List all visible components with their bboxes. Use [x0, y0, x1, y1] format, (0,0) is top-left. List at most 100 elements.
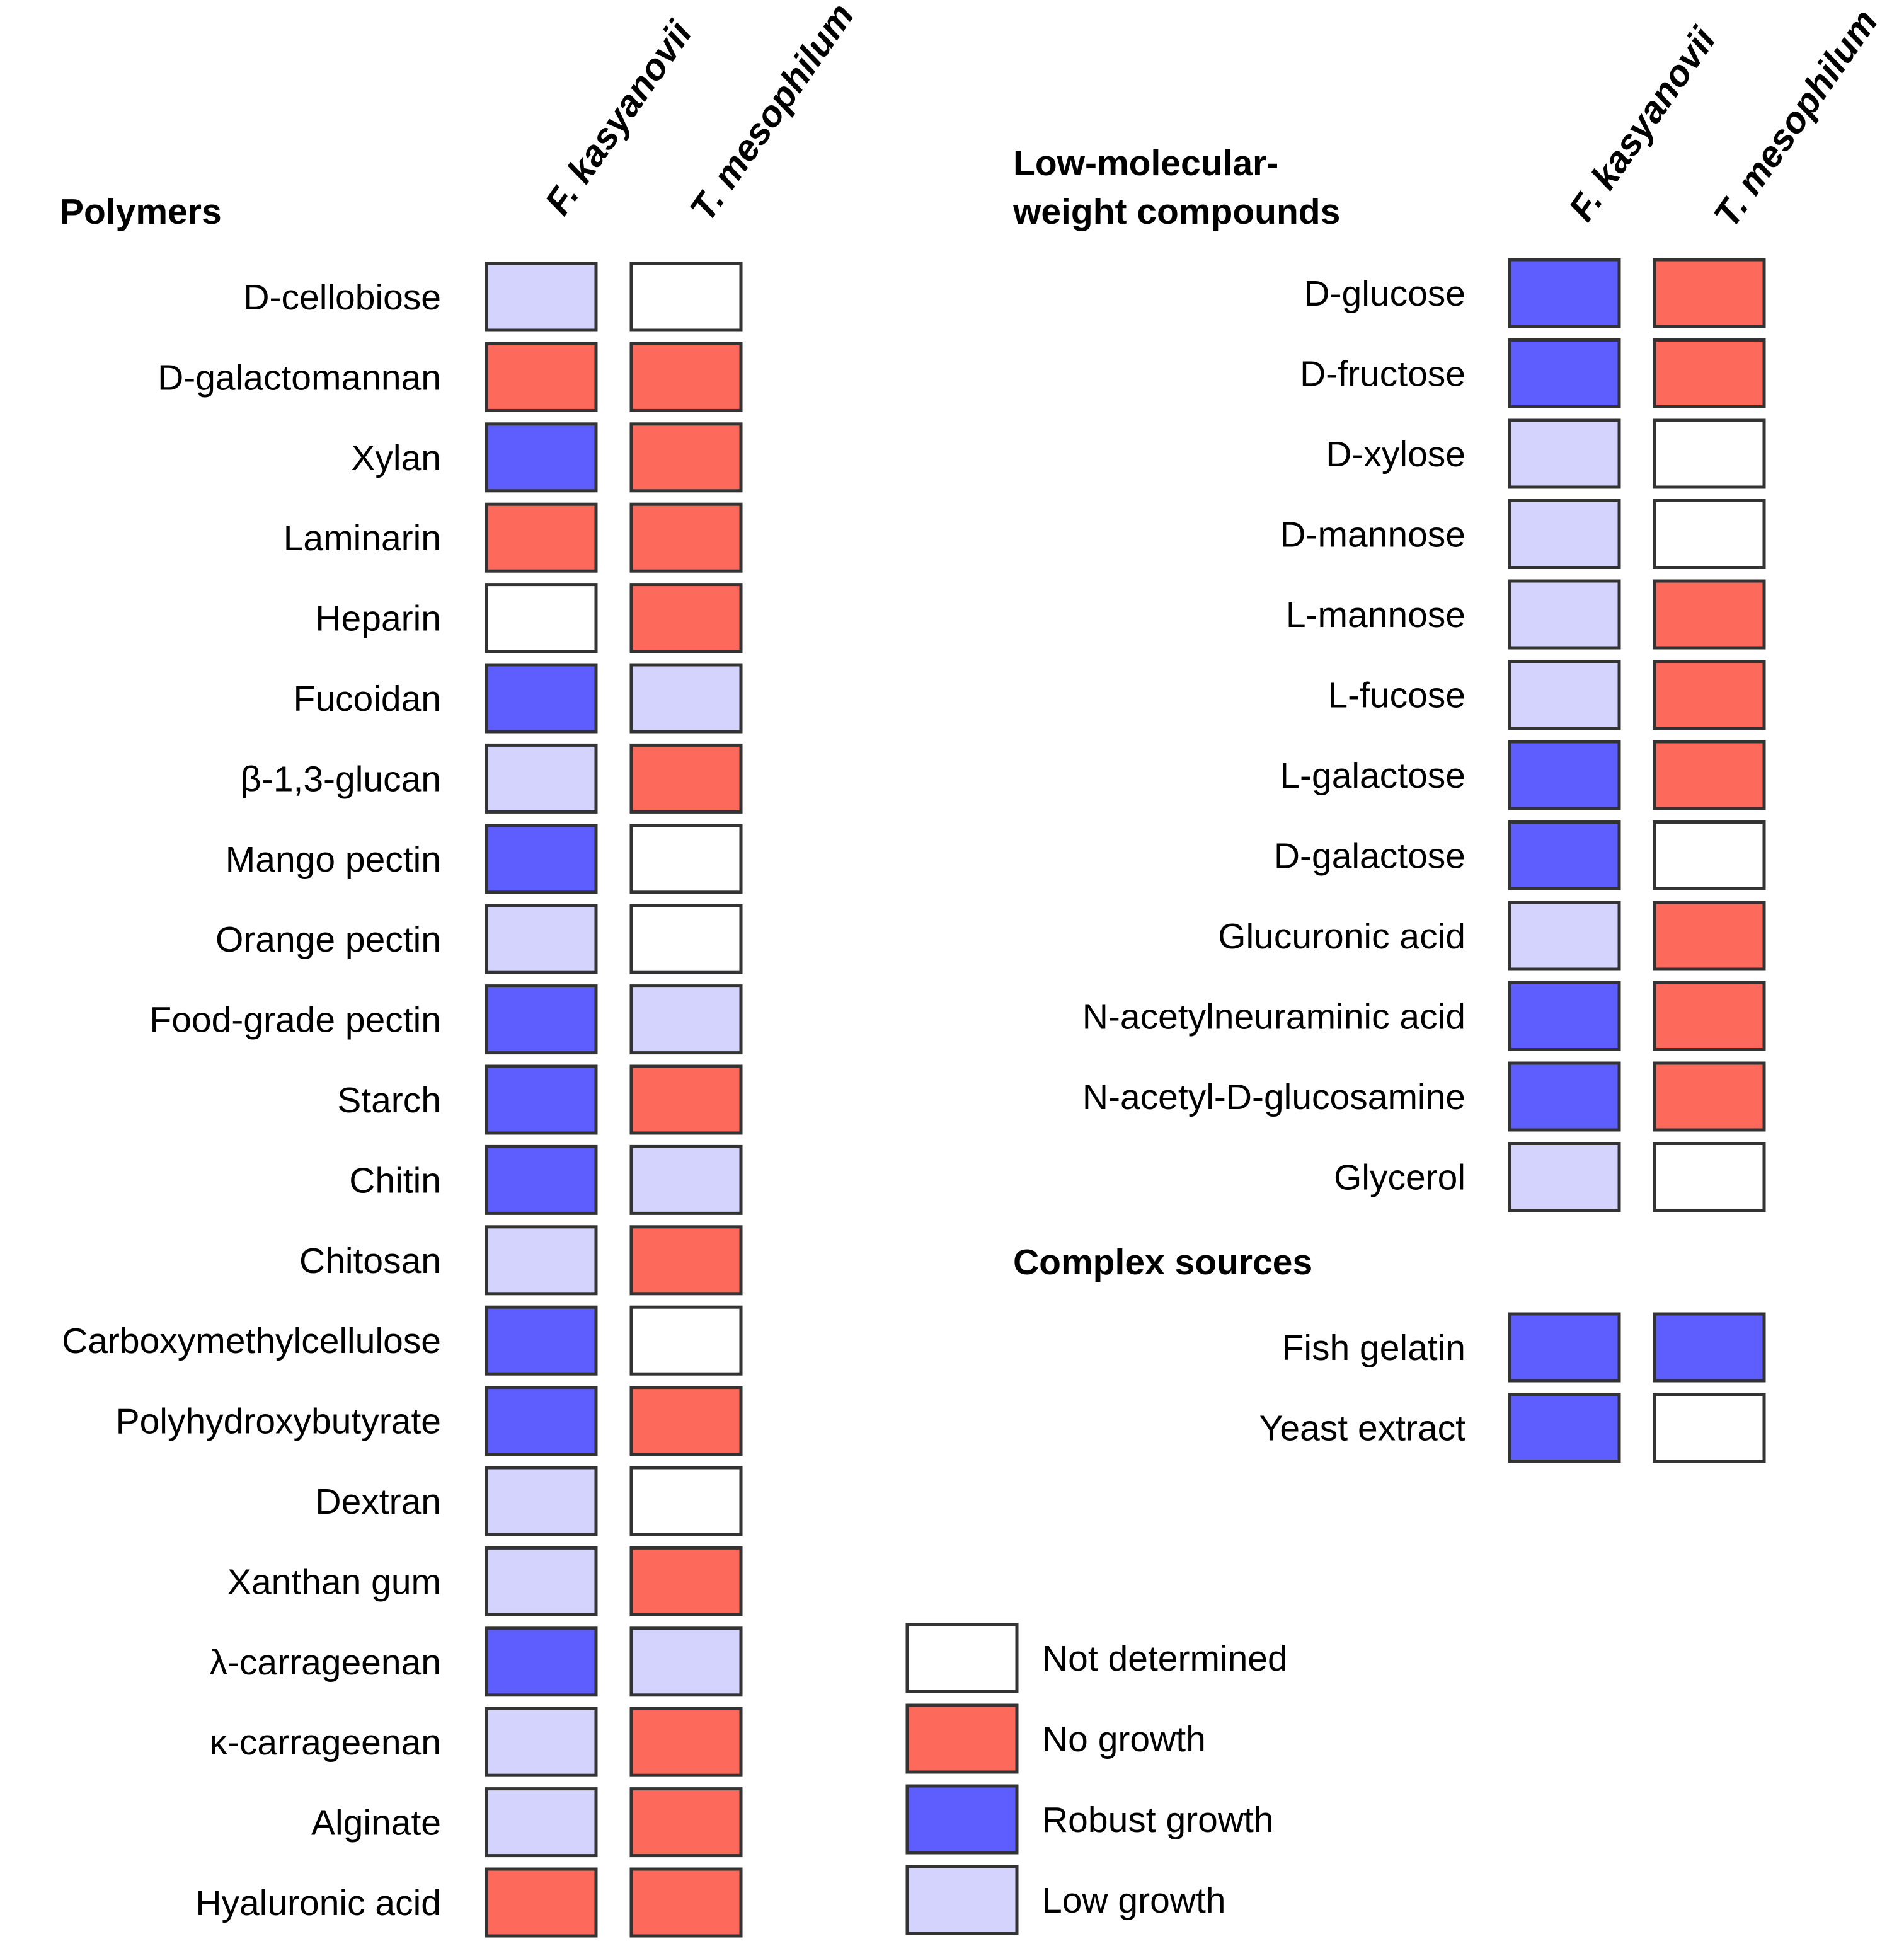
cell-glucuronic-acid-f-kasyanovii [1508, 901, 1621, 971]
row-label-food-grade-pectin: Food-grade pectin [149, 1000, 441, 1040]
legend-swatch-low-growth [905, 1865, 1019, 1935]
row-label-xylan: Xylan [351, 438, 441, 478]
cell-polyhydroxybutyrate-t-mesophilum [629, 1386, 743, 1456]
cell-orange-pectin-t-mesophilum [629, 904, 743, 974]
cell-glycerol-f-kasyanovii [1508, 1142, 1621, 1212]
right-header-organism-2: T. mesophilum [1706, 2, 1886, 234]
row-label-d-galactose: D-galactose [1274, 836, 1465, 877]
cell-n-acetyl-d-glucosamine-f-kasyanovii [1508, 1061, 1621, 1132]
cell-starch-t-mesophilum [629, 1064, 743, 1135]
cell-laminarin-t-mesophilum [629, 502, 743, 573]
right-header-organism-1: F. kasyanovii [1561, 19, 1724, 228]
cell-xylan-f-kasyanovii [485, 422, 598, 493]
cell-l-galactose-f-kasyanovii [1508, 740, 1621, 810]
cell-laminarin-f-kasyanovii [485, 502, 598, 573]
row-label-l-galactose: L-galactose [1280, 756, 1465, 796]
cell-yeast-extract-f-kasyanovii [1508, 1393, 1621, 1463]
cell-mango-pectin-f-kasyanovii [485, 824, 598, 894]
row-label-laminarin: Laminarin [284, 518, 441, 558]
left-header-organism-2: T. mesophilum [682, 0, 862, 228]
cell-l-fucose-f-kasyanovii [1508, 660, 1621, 730]
cell-heparin-t-mesophilum [629, 583, 743, 653]
cell-alginate-f-kasyanovii [485, 1787, 598, 1858]
row-label-starch: Starch [337, 1080, 441, 1120]
cell-1-3-glucan-f-kasyanovii [485, 743, 598, 814]
row-label-d-glucose: D-glucose [1304, 273, 1465, 314]
cell-carboxymethylcellulose-t-mesophilum [629, 1305, 743, 1376]
group-title-complex-sources: Complex sources [1013, 1242, 1312, 1282]
row-label-fucoidan: Fucoidan [294, 679, 442, 719]
cell-d-xylose-t-mesophilum [1653, 418, 1766, 489]
cell-carrageenan-f-kasyanovii [485, 1707, 598, 1777]
cell-hyaluronic-acid-t-mesophilum [629, 1867, 743, 1938]
cell-d-cellobiose-t-mesophilum [629, 262, 743, 332]
cell-dextran-t-mesophilum [629, 1466, 743, 1536]
row-label-glucuronic-acid: Glucuronic acid [1218, 916, 1465, 957]
row-label-heparin: Heparin [315, 599, 441, 639]
cell-yeast-extract-t-mesophilum [1653, 1393, 1766, 1463]
row-label-hyaluronic-acid: Hyaluronic acid [195, 1883, 441, 1923]
cell-l-fucose-t-mesophilum [1653, 660, 1766, 730]
cell-l-mannose-t-mesophilum [1653, 579, 1766, 650]
legend-label-robust-growth: Robust growth [1042, 1800, 1274, 1840]
cell-chitosan-t-mesophilum [629, 1225, 743, 1296]
cell-hyaluronic-acid-f-kasyanovii [485, 1867, 598, 1938]
row-label-mango-pectin: Mango pectin [226, 839, 441, 880]
cell-l-mannose-f-kasyanovii [1508, 579, 1621, 650]
heatmap-cells: D-cellobioseD-galactomannanXylanLaminari… [62, 258, 1766, 1938]
cell-n-acetylneuraminic-acid-f-kasyanovii [1508, 981, 1621, 1051]
legend-label-not-determined: Not determined [1042, 1638, 1288, 1679]
cell-d-mannose-f-kasyanovii [1508, 499, 1621, 569]
legend-swatch-robust-growth [905, 1784, 1019, 1855]
cell-1-3-glucan-t-mesophilum [629, 743, 743, 814]
cell-d-glucose-t-mesophilum [1653, 258, 1766, 328]
cell-food-grade-pectin-t-mesophilum [629, 984, 743, 1055]
row-label-1-3-glucan: β-1,3-glucan [241, 759, 441, 799]
group-title-lmw-line-1: Low-molecular- [1013, 143, 1278, 183]
cell-carboxymethylcellulose-f-kasyanovii [485, 1305, 598, 1376]
group-title-lmw-line-2: weight compounds [1012, 192, 1340, 232]
cell-glycerol-t-mesophilum [1653, 1142, 1766, 1212]
cell-fish-gelatin-f-kasyanovii [1508, 1312, 1621, 1383]
left-header-organism-1: F. kasyanovii [537, 13, 701, 222]
cell-heparin-f-kasyanovii [485, 583, 598, 653]
cell-xanthan-gum-f-kasyanovii [485, 1546, 598, 1616]
row-label-chitin: Chitin [349, 1160, 441, 1200]
cell-d-galactomannan-t-mesophilum [629, 342, 743, 412]
row-label-dextran: Dextran [315, 1482, 441, 1522]
row-label-d-xylose: D-xylose [1326, 434, 1465, 475]
row-label-n-acetylneuraminic-acid: N-acetylneuraminic acid [1082, 997, 1465, 1037]
cell-d-galactose-t-mesophilum [1653, 820, 1766, 890]
cell-l-galactose-t-mesophilum [1653, 740, 1766, 810]
cell-d-fructose-t-mesophilum [1653, 338, 1766, 408]
cell-d-xylose-f-kasyanovii [1508, 418, 1621, 489]
cell-mango-pectin-t-mesophilum [629, 824, 743, 894]
row-label-d-galactomannan: D-galactomannan [158, 357, 441, 398]
row-label-d-cellobiose: D-cellobiose [243, 277, 441, 318]
row-label-carboxymethylcellulose: Carboxymethylcellulose [62, 1321, 441, 1361]
row-label-orange-pectin: Orange pectin [215, 919, 441, 960]
cell-carrageenan-t-mesophilum [629, 1626, 743, 1697]
cell-dextran-f-kasyanovii [485, 1466, 598, 1536]
cell-chitosan-f-kasyanovii [485, 1225, 598, 1296]
row-label-fish-gelatin: Fish gelatin [1282, 1328, 1466, 1368]
cell-fucoidan-t-mesophilum [629, 663, 743, 734]
row-label-n-acetyl-d-glucosamine: N-acetyl-D-glucosamine [1082, 1077, 1465, 1117]
legend-swatch-not-determined [905, 1623, 1019, 1693]
cell-fucoidan-f-kasyanovii [485, 663, 598, 734]
cell-d-glucose-f-kasyanovii [1508, 258, 1621, 328]
cell-d-fructose-f-kasyanovii [1508, 338, 1621, 408]
cell-starch-f-kasyanovii [485, 1064, 598, 1135]
legend-label-low-growth: Low growth [1042, 1880, 1226, 1921]
cell-chitin-t-mesophilum [629, 1144, 743, 1215]
cell-carrageenan-f-kasyanovii [485, 1626, 598, 1697]
cell-d-mannose-t-mesophilum [1653, 499, 1766, 569]
row-label-carrageenan: λ-carrageenan [209, 1642, 441, 1683]
row-label-alginate: Alginate [311, 1803, 441, 1843]
row-label-glycerol: Glycerol [1334, 1158, 1465, 1198]
cell-orange-pectin-f-kasyanovii [485, 904, 598, 974]
row-label-carrageenan: κ-carrageenan [209, 1722, 441, 1763]
cell-d-galactomannan-f-kasyanovii [485, 342, 598, 412]
